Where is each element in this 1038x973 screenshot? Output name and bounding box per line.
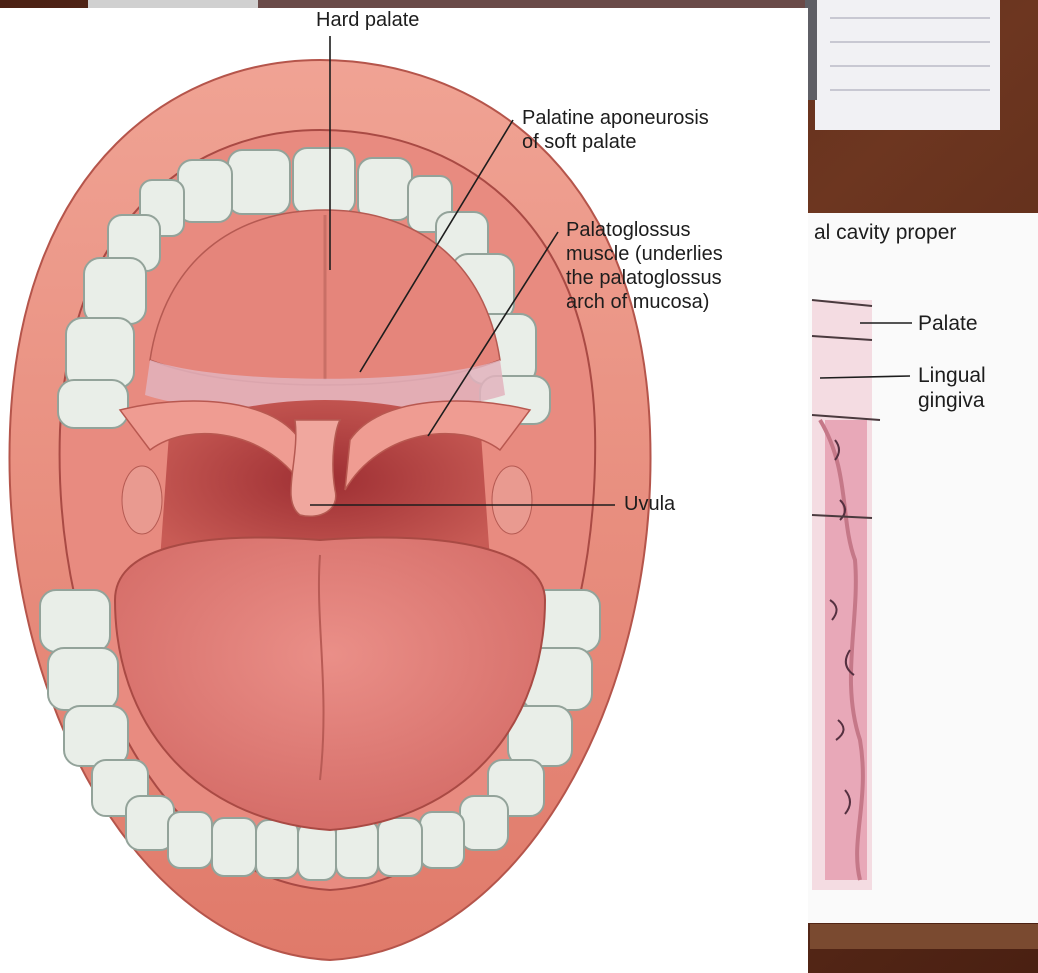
label-palate: Palate xyxy=(918,311,978,336)
label-lingual-gingiva: Lingual gingiva xyxy=(918,363,986,413)
label-line: of soft palate xyxy=(522,130,709,154)
label-palatine-aponeurosis: Palatine aponeurosis of soft palate xyxy=(522,106,709,154)
label-oral-cavity-proper: al cavity proper xyxy=(814,220,956,245)
label-palatoglossus: Palatoglossus muscle (underlies the pala… xyxy=(566,218,723,314)
label-uvula: Uvula xyxy=(624,492,675,516)
label-line: muscle (underlies xyxy=(566,242,723,266)
label-line: Lingual xyxy=(918,363,986,388)
label-line: arch of mucosa) xyxy=(566,290,723,314)
uvula xyxy=(291,420,340,516)
label-line: Palatine aponeurosis xyxy=(522,106,709,130)
label-line: gingiva xyxy=(918,388,986,413)
label-line: the palatoglossus xyxy=(566,266,723,290)
label-line: Palatoglossus xyxy=(566,218,723,242)
label-hard-palate: Hard palate xyxy=(316,8,419,32)
